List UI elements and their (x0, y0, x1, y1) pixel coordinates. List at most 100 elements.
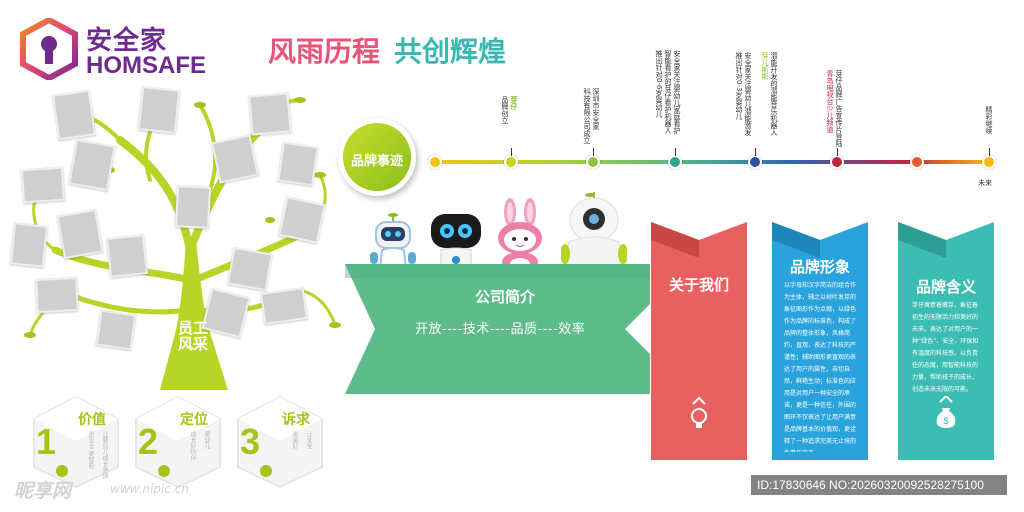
ribbon-shape (651, 222, 747, 460)
timeline-event-line: 推出针对0-6岁婴幼儿 (655, 50, 663, 118)
timeline-end-label: 未来 (978, 179, 992, 187)
timeline-event-line: 智能看护的芽仔看护机器人 (664, 50, 672, 134)
timeline-tick (511, 148, 512, 156)
badge-appeal: 诉求 3 让宝宝 更美好 (232, 393, 328, 489)
image-id-bar: ID:17830646 NO:20260320092528275100 (751, 475, 1007, 495)
timeline-dot (668, 155, 682, 169)
photo-frame (56, 208, 104, 260)
timeline-dot (830, 155, 844, 169)
brand-story-label: 品牌事迹 (350, 154, 403, 169)
company-intro-panel (345, 264, 650, 394)
badge-position: 定位 2 婴幼儿 成长好伙伴 (130, 393, 226, 489)
about-us-panel: 关于我们 (651, 222, 747, 460)
photo-frame (211, 134, 259, 184)
timeline-event-line: 芽仔品牌广告宣传片登陆 (835, 70, 843, 147)
badge-title: 价值 (78, 412, 106, 428)
watermark-logo: 昵享网 (14, 480, 72, 502)
badge-icon (158, 465, 170, 477)
robot-small-icon (370, 213, 416, 273)
headline-part2: 共创辉煌 (394, 35, 507, 68)
timeline-event: 安全家关注婴幼儿家庭看护 智能看护的芽仔看护机器人 推出针对0-6岁婴幼儿 (654, 50, 681, 134)
ribbon-shape (772, 222, 868, 460)
timeline-event: 芽仔品牌广告宣传片登陆 青岛电视台少儿频道 (825, 70, 843, 147)
timeline-tick (837, 148, 838, 156)
timeline-tick (593, 148, 594, 156)
headline-part1: 风雨历程 (268, 35, 381, 68)
timeline-event-line: 芽仔 (510, 96, 518, 110)
photo-frame (277, 141, 319, 187)
timeline-dot (504, 155, 518, 169)
timeline-event-line: 芽儿斯斯 (761, 52, 769, 80)
timeline-event-line: 品牌创立 (501, 96, 509, 124)
timeline-event-line: 科技有限公司成立 (583, 88, 591, 144)
badge-icon (56, 465, 68, 477)
money-bag-icon: $ (936, 396, 956, 428)
company-intro-title: 公司简介 (475, 288, 536, 306)
watermark-url: www.nipic.cn (110, 482, 189, 496)
headline: 风雨历程共创辉煌 (268, 30, 506, 70)
brand-story-circle: 品牌事迹 (338, 118, 416, 196)
badge-line1: 婴幼儿 (203, 431, 210, 449)
timeline-event: 安全家关注婴幼儿潜能激发 推出针对0-3岁婴幼儿 (734, 52, 752, 136)
timeline-dot (586, 155, 600, 169)
photo-frame (68, 138, 116, 192)
badge-line1: 让宝宝 (305, 431, 312, 449)
photo-frame (35, 276, 79, 314)
timeline-event-line: 安全家关注婴幼儿潜能激发 (744, 52, 752, 136)
timeline-event: 潜能开发的潜能音乐机器人 芽儿斯斯 (760, 52, 778, 136)
brand-meaning-body: 芽仔寓意着嫩芽，象征着初生的无限活力和美好的未来。表达了对用户的一种“绿色”、安… (912, 302, 979, 393)
tree-label: 员工风采 (178, 319, 209, 353)
timeline-dot (982, 155, 996, 169)
hexagon-shape (33, 395, 119, 489)
brand-meaning-title: 品牌含义 (915, 278, 976, 296)
timeline-dot (910, 155, 924, 169)
photo-frame (278, 196, 326, 244)
photo-frame (259, 287, 309, 325)
ribbon-shape (898, 222, 994, 460)
svg-text:$: $ (943, 416, 948, 426)
shield-lock-icon (20, 18, 78, 80)
timeline-event: 精彩继续 (984, 106, 993, 134)
timeline-line (428, 160, 990, 164)
badge-title: 诉求 (282, 412, 310, 428)
logo-cn-text: 安全家 (86, 26, 168, 56)
badge-icon (260, 465, 272, 477)
timeline-event-line: 深圳市安全家 (592, 88, 600, 130)
photo-frame (227, 246, 273, 292)
hexagon-shape (135, 395, 221, 489)
timeline-event: 深圳市安全家 科技有限公司成立 (582, 88, 600, 144)
photo-frame (248, 92, 292, 136)
brand-story-circle-inner: 品牌事迹 (343, 123, 411, 191)
badge-number: 3 (240, 421, 261, 462)
badge-number: 1 (36, 421, 57, 462)
photo-frame (9, 222, 49, 268)
timeline-dot (428, 155, 442, 169)
badge-number: 2 (138, 421, 159, 462)
brand-image-body: 以字母和汉字简洁的组合作为主体，辅之以树叶发芽的象征图形作为点缀，以绿色作为品牌… (784, 282, 857, 452)
timeline-tick (989, 148, 990, 156)
timeline-tick (755, 148, 756, 156)
company-intro-subtitle: 开放----技术----品质----效率 (415, 322, 586, 337)
timeline-event-line: 精彩继续 (985, 106, 993, 134)
about-us-title: 关于我们 (668, 276, 729, 294)
timeline-tick (675, 148, 676, 156)
badge-line2: 更美好 (291, 431, 298, 449)
timeline-event-line: 青岛电视台少儿频道 (826, 70, 834, 133)
badge-line1: 让婴幼儿成长更快 (101, 431, 108, 479)
timeline-dot (748, 155, 762, 169)
badge-line2: 成长好伙伴 (189, 431, 196, 461)
photo-frame (137, 86, 181, 134)
lightbulb-icon (691, 396, 707, 428)
photo-frame (95, 309, 137, 351)
logo-en-text: HOMSAFE (86, 52, 206, 79)
robot-rabbit-icon (498, 198, 542, 272)
photo-frame (106, 234, 148, 278)
brand-meaning-panel: 品牌含义 芽仔寓意着嫩芽，象征着初生的无限活力和美好的未来。表达了对用户的一种“… (898, 222, 994, 460)
photo-frame (174, 185, 212, 229)
badge-value: 价值 1 让婴幼儿成长更快 更安全 更智能 (28, 393, 124, 489)
timeline-event-line: 安全家关注婴幼儿家庭看护 (673, 50, 681, 134)
photo-frame (20, 166, 66, 204)
logo: 安全家 HOMSAFE (20, 18, 210, 80)
photo-frame (51, 89, 97, 141)
badge-line2: 更安全 更智能 (87, 431, 94, 469)
